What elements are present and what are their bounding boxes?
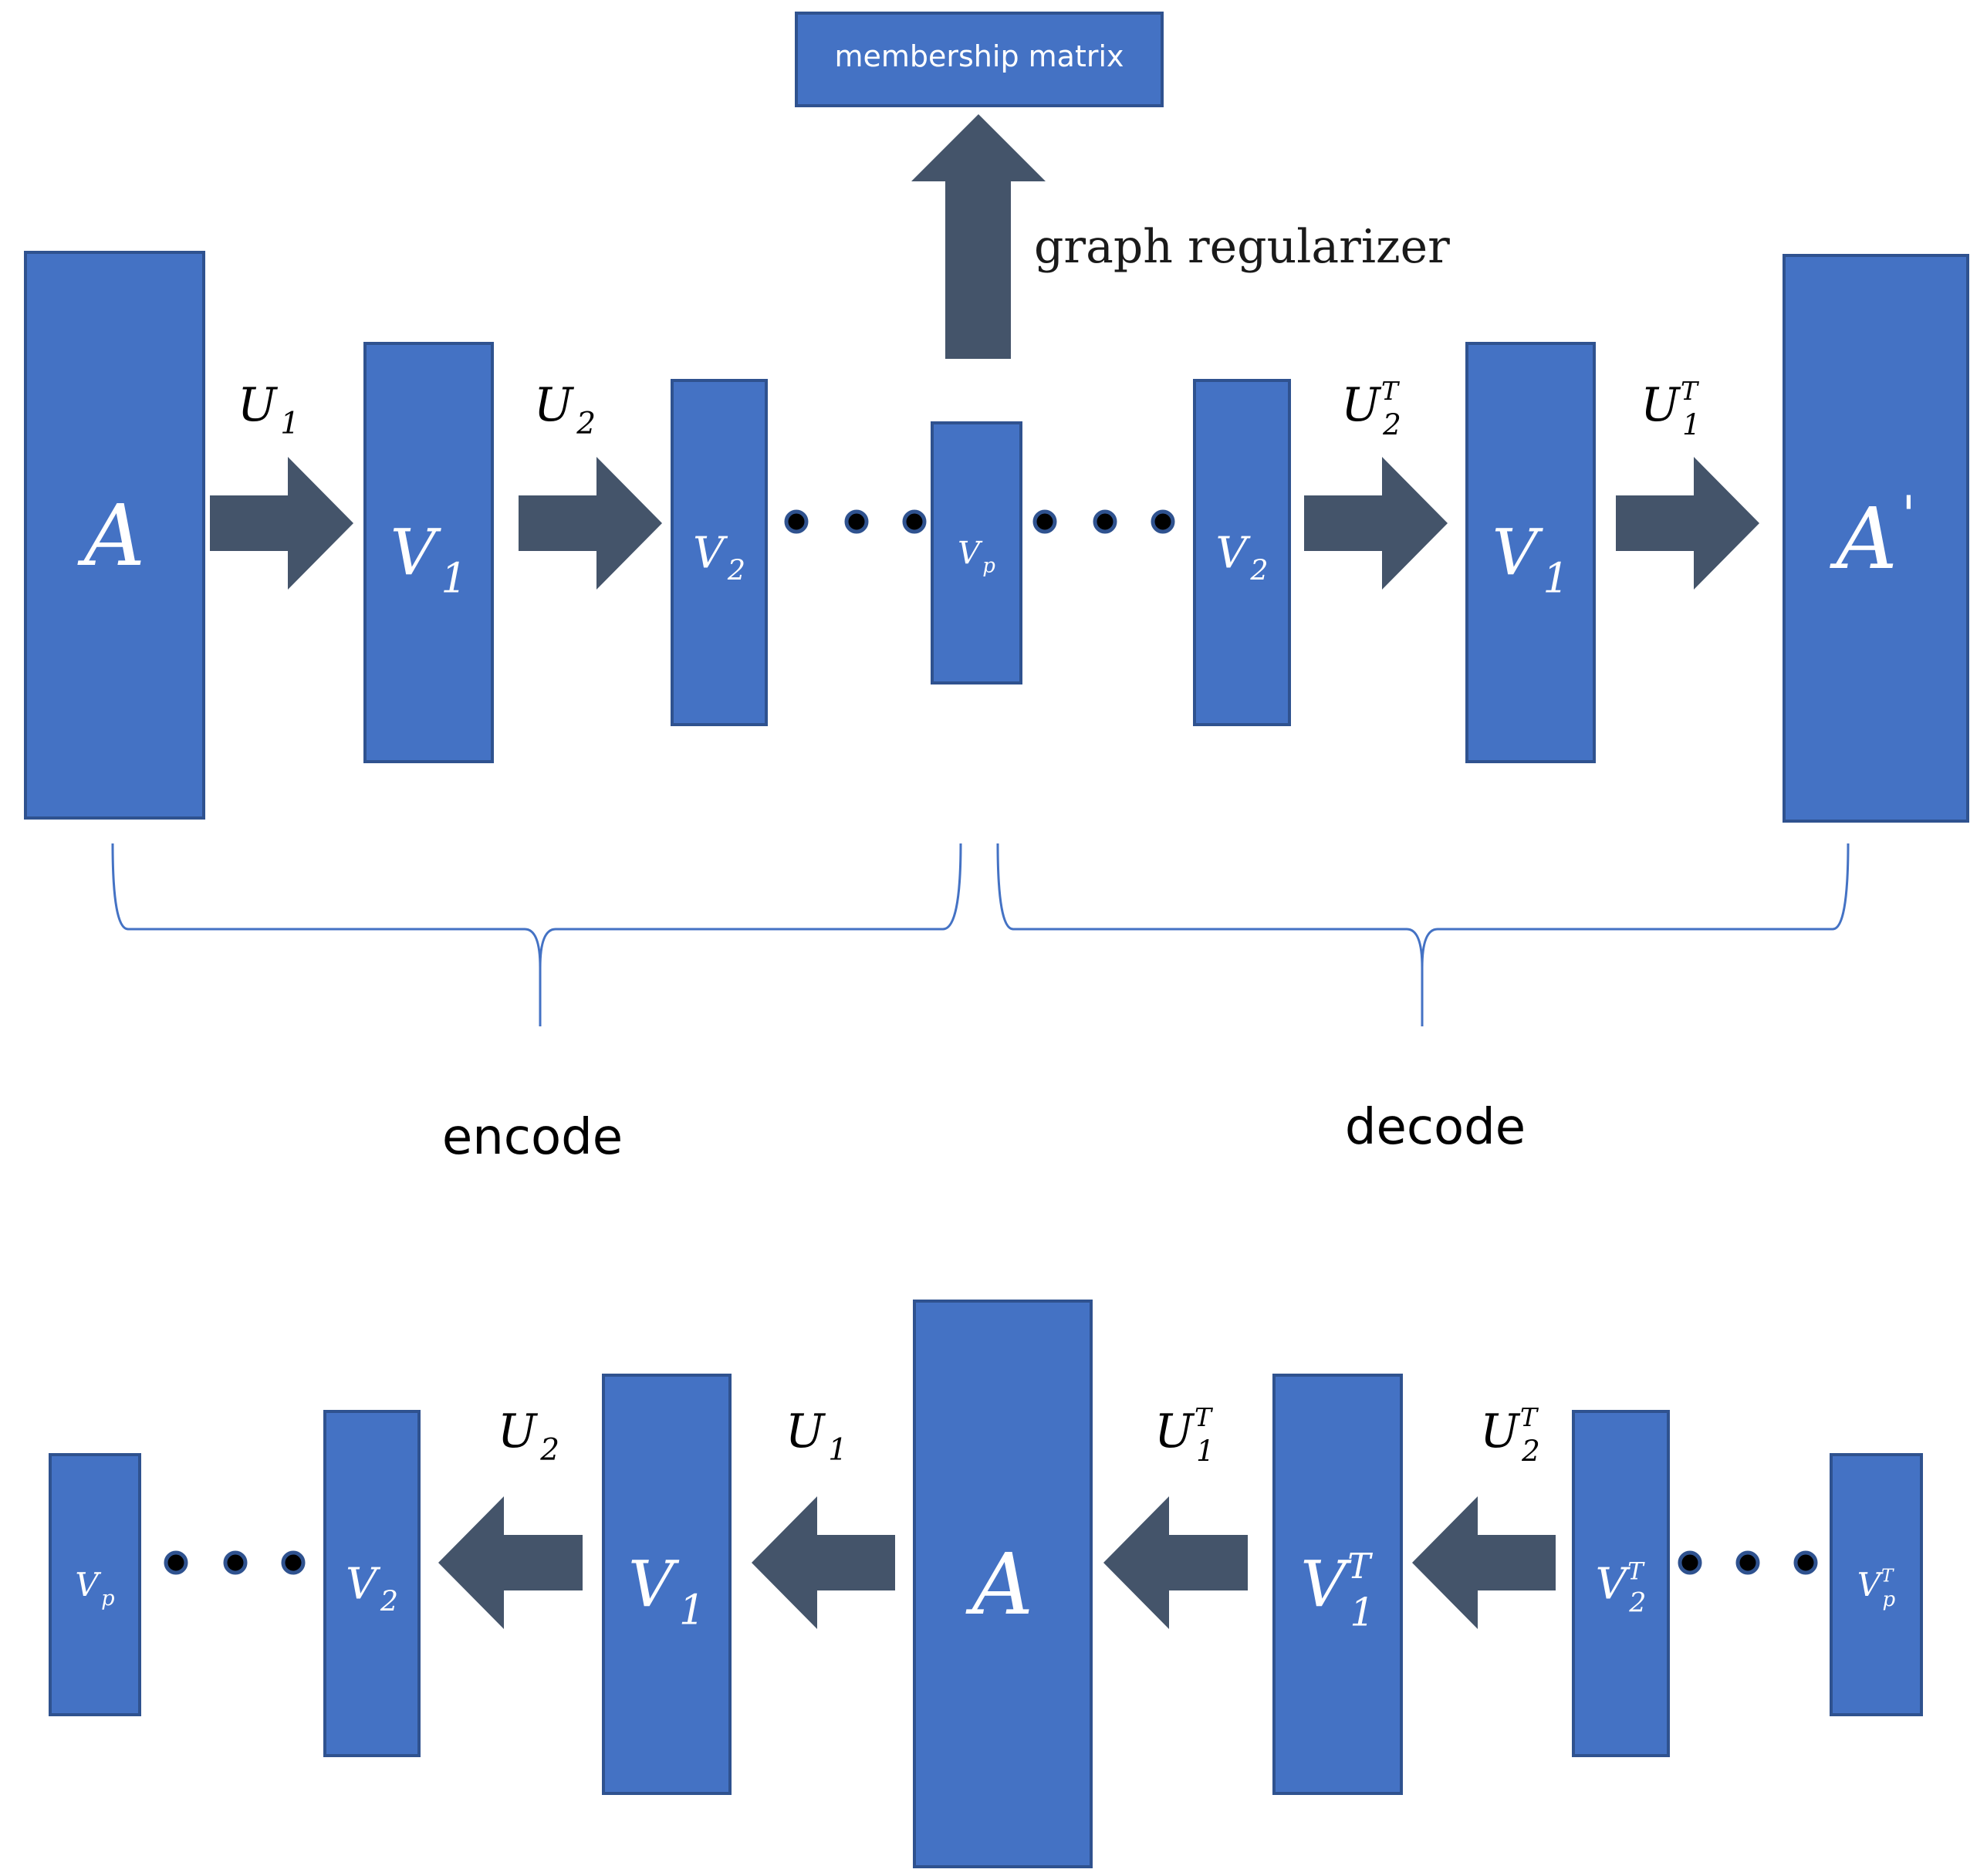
ellipsis-dots <box>164 509 1818 1575</box>
top-arrow-4 <box>1616 457 1759 590</box>
dot-8 <box>223 1550 248 1575</box>
encode-label: encode <box>442 1109 623 1166</box>
top-arrow-2 <box>519 457 662 590</box>
dot-4 <box>1032 509 1057 534</box>
bottom-box-4: A <box>913 1300 1093 1868</box>
dot-9 <box>281 1550 306 1575</box>
bottom-arrow-2 <box>752 1496 895 1629</box>
dot-1 <box>784 509 809 534</box>
dot-2 <box>844 509 869 534</box>
top-box-label-7: A' <box>1829 485 1915 588</box>
dot-7 <box>164 1550 188 1575</box>
membership-matrix-box: membership matrix <box>795 12 1164 107</box>
bottom-arrows <box>438 1496 1556 1629</box>
dot-11 <box>1735 1550 1760 1575</box>
dot-10 <box>1678 1550 1702 1575</box>
dot-3 <box>902 509 927 534</box>
membership-matrix-label: membership matrix <box>834 39 1124 73</box>
top-box-label-1: A <box>77 486 145 585</box>
bottom-arrow-1 <box>438 1496 583 1629</box>
bottom-arrow-3 <box>1103 1496 1248 1629</box>
dot-12 <box>1793 1550 1818 1575</box>
bottom-arrow-4 <box>1412 1496 1556 1629</box>
up-arrow <box>911 114 1046 359</box>
top-arrows <box>210 457 1759 590</box>
dot-6 <box>1151 509 1175 534</box>
top-box-1: A <box>24 251 205 820</box>
graph-regularizer-label: graph regularizer <box>1034 220 1450 274</box>
dot-5 <box>1093 509 1117 534</box>
top-box-7: A' <box>1783 254 1969 823</box>
decode-label: decode <box>1345 1099 1526 1156</box>
encode-brace <box>111 843 962 1026</box>
top-arrow-1 <box>210 457 353 590</box>
bottom-box-label-4: A <box>965 1535 1033 1634</box>
decode-brace <box>996 843 1850 1026</box>
top-arrow-3 <box>1304 457 1448 590</box>
